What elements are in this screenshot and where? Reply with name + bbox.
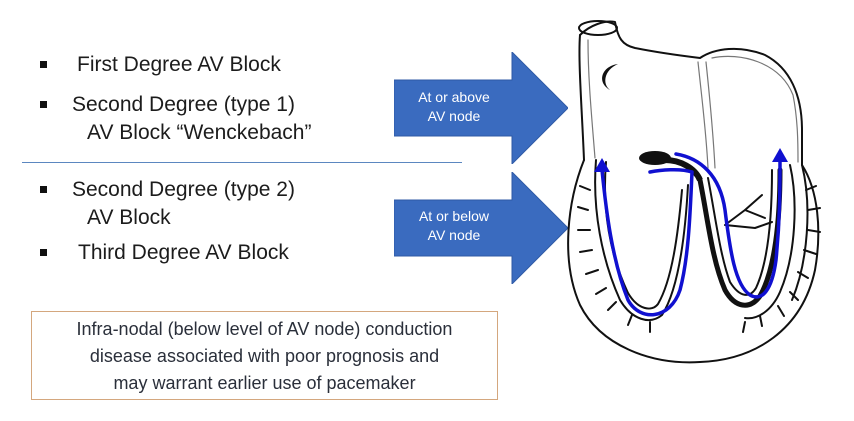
bullet-text-line1: Second Degree (type 1) xyxy=(72,93,295,116)
arrow-below-label: At or below AV node xyxy=(400,207,508,245)
note-line2: disease associated with poor prognosis a… xyxy=(89,346,440,366)
arrow-above-label: At or above AV node xyxy=(400,88,508,126)
bullet-text: Third Degree AV Block xyxy=(78,241,289,264)
bullet-text-line1: Second Degree (type 2) xyxy=(72,178,295,201)
right-conduction-path xyxy=(674,152,782,299)
bullet-marker xyxy=(40,61,47,68)
valve-crescent-icon xyxy=(602,64,618,90)
bullet-marker xyxy=(40,186,47,193)
note-line1: Infra-nodal (below level of AV node) con… xyxy=(76,319,453,339)
bullet-marker xyxy=(40,249,47,256)
right-arrowhead-icon xyxy=(772,148,788,162)
arrow-above-line1: At or above xyxy=(418,89,490,105)
arrow-below-av-node xyxy=(394,172,568,284)
arrow-below-line2: AV node xyxy=(427,227,481,243)
bullet-marker xyxy=(40,101,47,108)
superior-vena-cava xyxy=(578,34,585,161)
vessel-opening xyxy=(578,20,618,36)
his-bundle xyxy=(664,157,703,182)
bullet-text-line2: AV Block “Wenckebach” xyxy=(87,121,312,144)
bullet-text: First Degree AV Block xyxy=(77,53,281,76)
left-conduction-path xyxy=(600,167,694,317)
note-line3: may warrant earlier use of pacemaker xyxy=(113,373,416,393)
heart-atria-outline xyxy=(579,20,803,166)
section-divider xyxy=(22,162,462,163)
left-arrowhead-icon xyxy=(594,158,610,172)
arrow-above-line2: AV node xyxy=(427,108,481,124)
bullet-text-line2: AV Block xyxy=(87,206,171,229)
arrow-below-line1: At or below xyxy=(418,208,490,224)
ventricle-outline xyxy=(567,159,820,364)
prognosis-note-box: Infra-nodal (below level of AV node) con… xyxy=(31,311,498,400)
arrow-shape xyxy=(394,172,568,284)
arrow-above-av-node xyxy=(394,52,568,164)
prognosis-note-text: Infra-nodal (below level of AV node) con… xyxy=(32,316,497,397)
arrow-shape xyxy=(394,52,568,164)
heart-conduction-diagram xyxy=(567,20,821,364)
av-node xyxy=(639,151,671,165)
